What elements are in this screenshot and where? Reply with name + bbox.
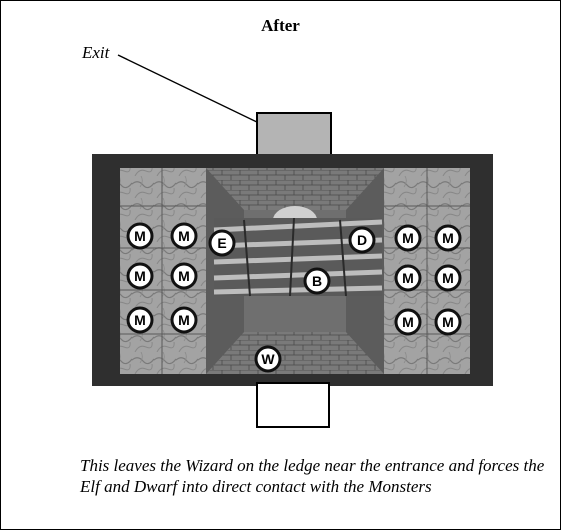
monster-token: M — [170, 222, 198, 250]
monster-token: M — [170, 306, 198, 334]
wizard-token-letter: W — [261, 351, 275, 367]
dwarf-token-letter: D — [357, 232, 367, 248]
monster-token-letter: M — [178, 268, 190, 284]
elf-token-letter: E — [217, 235, 226, 251]
monster-token: M — [394, 308, 422, 336]
floor-grid — [120, 168, 470, 374]
monster-token-letter: M — [134, 228, 146, 244]
monster-token-letter: M — [134, 312, 146, 328]
monster-token: M — [126, 222, 154, 250]
caption: This leaves the Wizard on the ledge near… — [80, 456, 545, 496]
monster-token-letter: M — [402, 270, 414, 286]
monster-token: M — [126, 306, 154, 334]
exit-label: Exit — [82, 43, 110, 62]
monster-token: M — [434, 224, 462, 252]
monster-token-letter: M — [402, 314, 414, 330]
monster-token-letter: M — [178, 228, 190, 244]
entrance-box — [256, 382, 330, 428]
monster-token-letter: M — [442, 230, 454, 246]
monster-token: M — [394, 264, 422, 292]
monster-token: M — [434, 264, 462, 292]
monster-token: M — [126, 262, 154, 290]
barbarian-token: B — [303, 267, 331, 295]
monster-token: M — [170, 262, 198, 290]
monster-token-letter: M — [178, 312, 190, 328]
exit-box — [256, 112, 332, 158]
game-tokens: M M M M M M M M M M M M E D B W — [126, 222, 462, 373]
monster-token-letter: M — [442, 314, 454, 330]
monster-token-letter: M — [134, 268, 146, 284]
figure-title: After — [261, 16, 300, 35]
monster-token-letter: M — [442, 270, 454, 286]
monster-token: M — [434, 308, 462, 336]
wizard-token: W — [254, 345, 282, 373]
elf-token: E — [208, 229, 236, 257]
barbarian-token-letter: B — [312, 273, 322, 289]
monster-token: M — [394, 224, 422, 252]
dwarf-token: D — [348, 226, 376, 254]
monster-token-letter: M — [402, 230, 414, 246]
